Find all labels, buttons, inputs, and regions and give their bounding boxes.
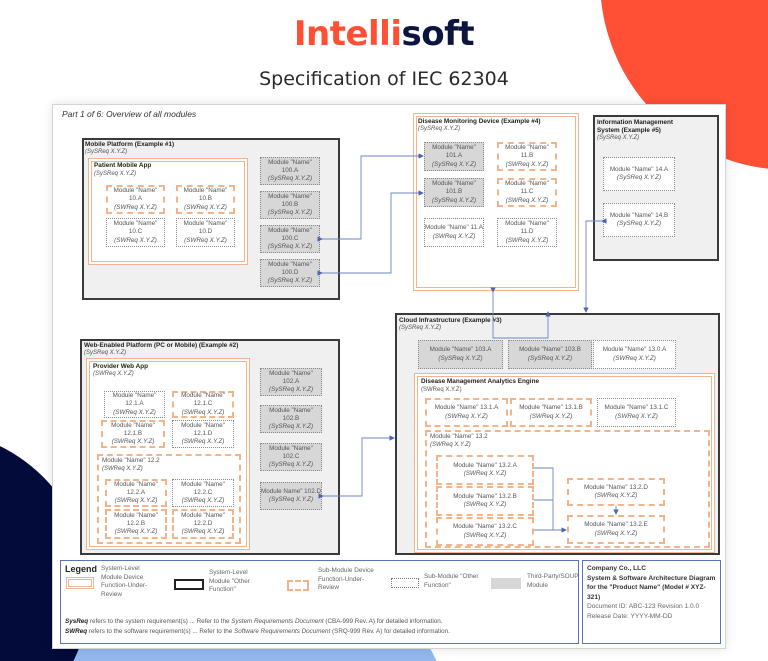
legend-box: Legend System-Level Module Device Functi…	[60, 560, 579, 644]
info-mgmt-title-line2: System (Example #5)	[597, 127, 661, 134]
module-11c: Module "Name" 11.C(SWReq X.Y.Z)	[497, 178, 557, 207]
module-100a: Module "Name" 100.A(SySReq X.Y.Z)	[260, 157, 320, 185]
module-12-2c: Module "Name" 12.2.C(SWReq X.Y.Z)	[172, 479, 234, 507]
info-mgmt-req: (SySReq X.Y.Z)	[597, 135, 640, 141]
patient-mobile-app-req: (SySReq X.Y.Z)	[94, 171, 137, 177]
legend-swatch-subdev	[287, 580, 309, 591]
patient-mobile-app-title: Patient Mobile App	[94, 162, 152, 169]
legend-item-subdev: Sub-Module Device Function-Under-Review	[318, 567, 374, 592]
module-14b: Module "Name" 14.B(SySReq X.Y.Z)	[603, 203, 675, 237]
module-13-1b: Module "Name" 13.1.B(SWReq X.Y.Z)	[510, 398, 592, 427]
module-10b: Module "Name" 10.B(SWReq X.Y.Z)	[176, 185, 235, 214]
module-13-2-group	[425, 430, 710, 548]
mobile-platform-req: (SySReq X.Y.Z)	[85, 149, 128, 155]
module-13-0a: Module "Name" 13.0.A(SWReq X.Y.Z)	[593, 340, 676, 369]
legend-swatch-sys	[174, 579, 204, 590]
module-12-2d: Module "Name" 12.2.D(SWReq X.Y.Z)	[172, 509, 234, 539]
module-13-2a: Module "Name" 13.2.A(SWReq X.Y.Z)	[436, 455, 534, 485]
web-platform-req: (SySReq X.Y.Z)	[84, 350, 127, 356]
module-12-2-req: (SWReq X.Y.Z)	[102, 466, 143, 472]
module-10d: Module "Name" 10.D(SWReq X.Y.Z)	[176, 218, 235, 247]
company-name: Company Co., LLC	[587, 565, 646, 572]
cloud-title: Cloud Infrastructure (Example #3)	[399, 317, 502, 324]
module-103b: Module "Name" 103.B(SySReq X.Y.Z)	[508, 340, 592, 369]
legend-swatch-subother	[391, 578, 419, 588]
module-13-2-title: Module "Name" 13.2	[430, 433, 488, 440]
part-label: Part 1 of 6: Overview of all modules	[62, 109, 197, 119]
legend-note-swreq: SWReq refers to the software requirement…	[65, 628, 450, 635]
module-13-1c: Module "Name" 13.1.C(SWReq X.Y.Z)	[597, 398, 676, 427]
module-12-2-title: Module "Name" 12.2	[102, 457, 160, 464]
module-100b: Module "Name" 100.B(SySReq X.Y.Z)	[260, 191, 320, 219]
module-102c: Module "Name" 102.C(SySReq X.Y.Z)	[260, 443, 322, 471]
provider-web-app-req: (SWReq X.Y.Z)	[93, 371, 134, 377]
module-11d: Module "Name" 11.D(SWReq X.Y.Z)	[497, 218, 557, 247]
module-12-2-group	[97, 454, 241, 544]
document-id: Document ID: ABC-123 Revision 1.0.0	[587, 603, 700, 611]
module-13-1a: Module "Name" 13.1.A(SWReq X.Y.Z)	[425, 398, 508, 427]
module-13-2b: Module "Name" 13.2.B(SWReq X.Y.Z)	[436, 486, 534, 516]
brand-logo: Intellisoft	[293, 14, 475, 54]
provider-web-app-title: Provider Web App	[93, 363, 149, 370]
legend-title: Legend	[65, 564, 98, 574]
info-mgmt-title-line1: Information Management	[597, 119, 673, 126]
legend-item-subother: Sub-Module "Other Function"	[424, 573, 479, 589]
module-101b: Module "Name" 101.B(SySReq X.Y.Z)	[424, 178, 484, 207]
legend-item-soup: Third-Party/SOUP Module	[527, 573, 579, 589]
legend-swatch-soup	[491, 578, 521, 589]
analytics-engine-req: (SWReq X.Y.Z)	[421, 387, 462, 393]
module-14a: Module "Name" 14.A(SySReq X.Y.Z)	[603, 157, 675, 191]
module-12-1c: Module "Name" 12.1.C(SWReq X.Y.Z)	[172, 391, 234, 418]
legend-item-sys: System-Level Module "Other Function"	[209, 569, 250, 594]
module-12-2b: Module "Name" 12.2.B(SWReq X.Y.Z)	[105, 509, 167, 539]
module-12-1b: Module "Name" 12.1.B(SWReq X.Y.Z)	[101, 420, 165, 448]
module-12-1a: Module "Name" 12.1.A(SWReq X.Y.Z)	[104, 391, 165, 418]
cloud-req: (SySReq X.Y.Z)	[399, 325, 442, 331]
document-title: System & Software Architecture Diagram f…	[587, 574, 716, 601]
module-12-2a: Module "Name" 12.2.A(SWReq X.Y.Z)	[105, 479, 167, 507]
module-12-1d: Module "Name" 12.1.D(SWReq X.Y.Z)	[172, 420, 234, 448]
web-platform-title: Web-Enabled Platform (PC or Mobile) (Exa…	[84, 342, 239, 349]
module-13-2-req: (SWReq X.Y.Z)	[430, 442, 471, 448]
disease-monitoring-title: Disease Monitoring Device (Example #4)	[418, 118, 541, 125]
module-13-2d: Module "Name" 13.2.D(SWReq X.Y.Z)	[567, 478, 665, 506]
title-block: Company Co., LLC System & Software Archi…	[582, 560, 721, 644]
module-11b: Module "Name" 11.B(SWReq X.Y.Z)	[497, 142, 557, 171]
module-101a: Module "Name" 101.A(SySReq X.Y.Z)	[424, 142, 484, 171]
module-10c: Module "Name" 10.C(SWReq X.Y.Z)	[106, 218, 165, 247]
page-subtitle: Specification of IEC 62304	[259, 68, 509, 90]
legend-item-sysdev: System-Level Module Device Function-Unde…	[101, 565, 148, 598]
disease-monitoring-req: (SySReq X.Y.Z)	[418, 126, 461, 132]
module-13-2e: Module "Name" 13.2.E(SWReq X.Y.Z)	[567, 515, 665, 544]
analytics-engine-title: Disease Management Analytics Engine	[421, 378, 540, 385]
module-13-2c: Module "Name" 13.2.C(SWReq X.Y.Z)	[436, 517, 534, 546]
module-102a: Module "Name" 102.A(SySReq X.Y.Z)	[260, 368, 322, 396]
module-100d: Module "Name" 100.D(SySReq X.Y.Z)	[260, 259, 320, 287]
mobile-platform-title: Mobile Platform (Example #1)	[85, 141, 175, 148]
module-11a: Module "Name" 11.A(SWReq X.Y.Z)	[424, 218, 484, 247]
module-100c: Module "Name" 100.C(SySReq X.Y.Z)	[260, 225, 320, 253]
module-103a: Module "Name" 103.A(SySReq X.Y.Z)	[418, 340, 503, 369]
module-10a: Module "Name" 10.A(SWReq X.Y.Z)	[106, 185, 165, 214]
legend-note-sysreq: SysReq refers to the system requirement(…	[65, 618, 443, 625]
release-date: Release Date: YYYY-MM-DD	[587, 612, 673, 620]
module-102b: Module "Name" 102.B(SySReq X.Y.Z)	[260, 405, 322, 433]
legend-swatch-sysdev	[66, 577, 94, 589]
module-102d: Module Name" 102.D(SySReq X.Y.Z)	[260, 482, 322, 510]
